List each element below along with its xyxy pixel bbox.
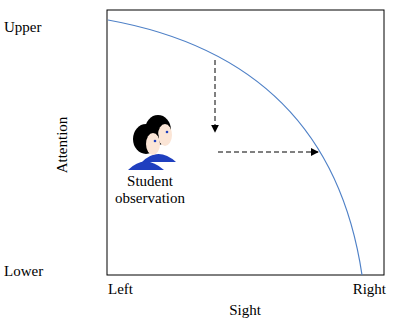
axis-title: Sight [229, 302, 261, 319]
student-hair [133, 124, 159, 154]
dashed-arrow [215, 60, 216, 132]
student-face [146, 133, 160, 155]
axis-tick-label: Left [108, 281, 188, 298]
axis-tick-label: Right [300, 281, 386, 298]
icon-caption: Student observation [98, 173, 202, 206]
student-body [142, 154, 176, 162]
trade-off-curve [108, 20, 362, 275]
plot-frame [107, 10, 384, 275]
student-body [128, 162, 164, 171]
axis-tick-label: Upper [4, 19, 102, 36]
dashed-arrow [218, 152, 318, 153]
student-face [158, 124, 172, 146]
student-icon [128, 115, 176, 170]
axis-title: Attention [54, 117, 71, 174]
student-eye [154, 140, 157, 143]
student-eye [166, 131, 169, 134]
axis-tick-label: Lower [4, 263, 102, 280]
